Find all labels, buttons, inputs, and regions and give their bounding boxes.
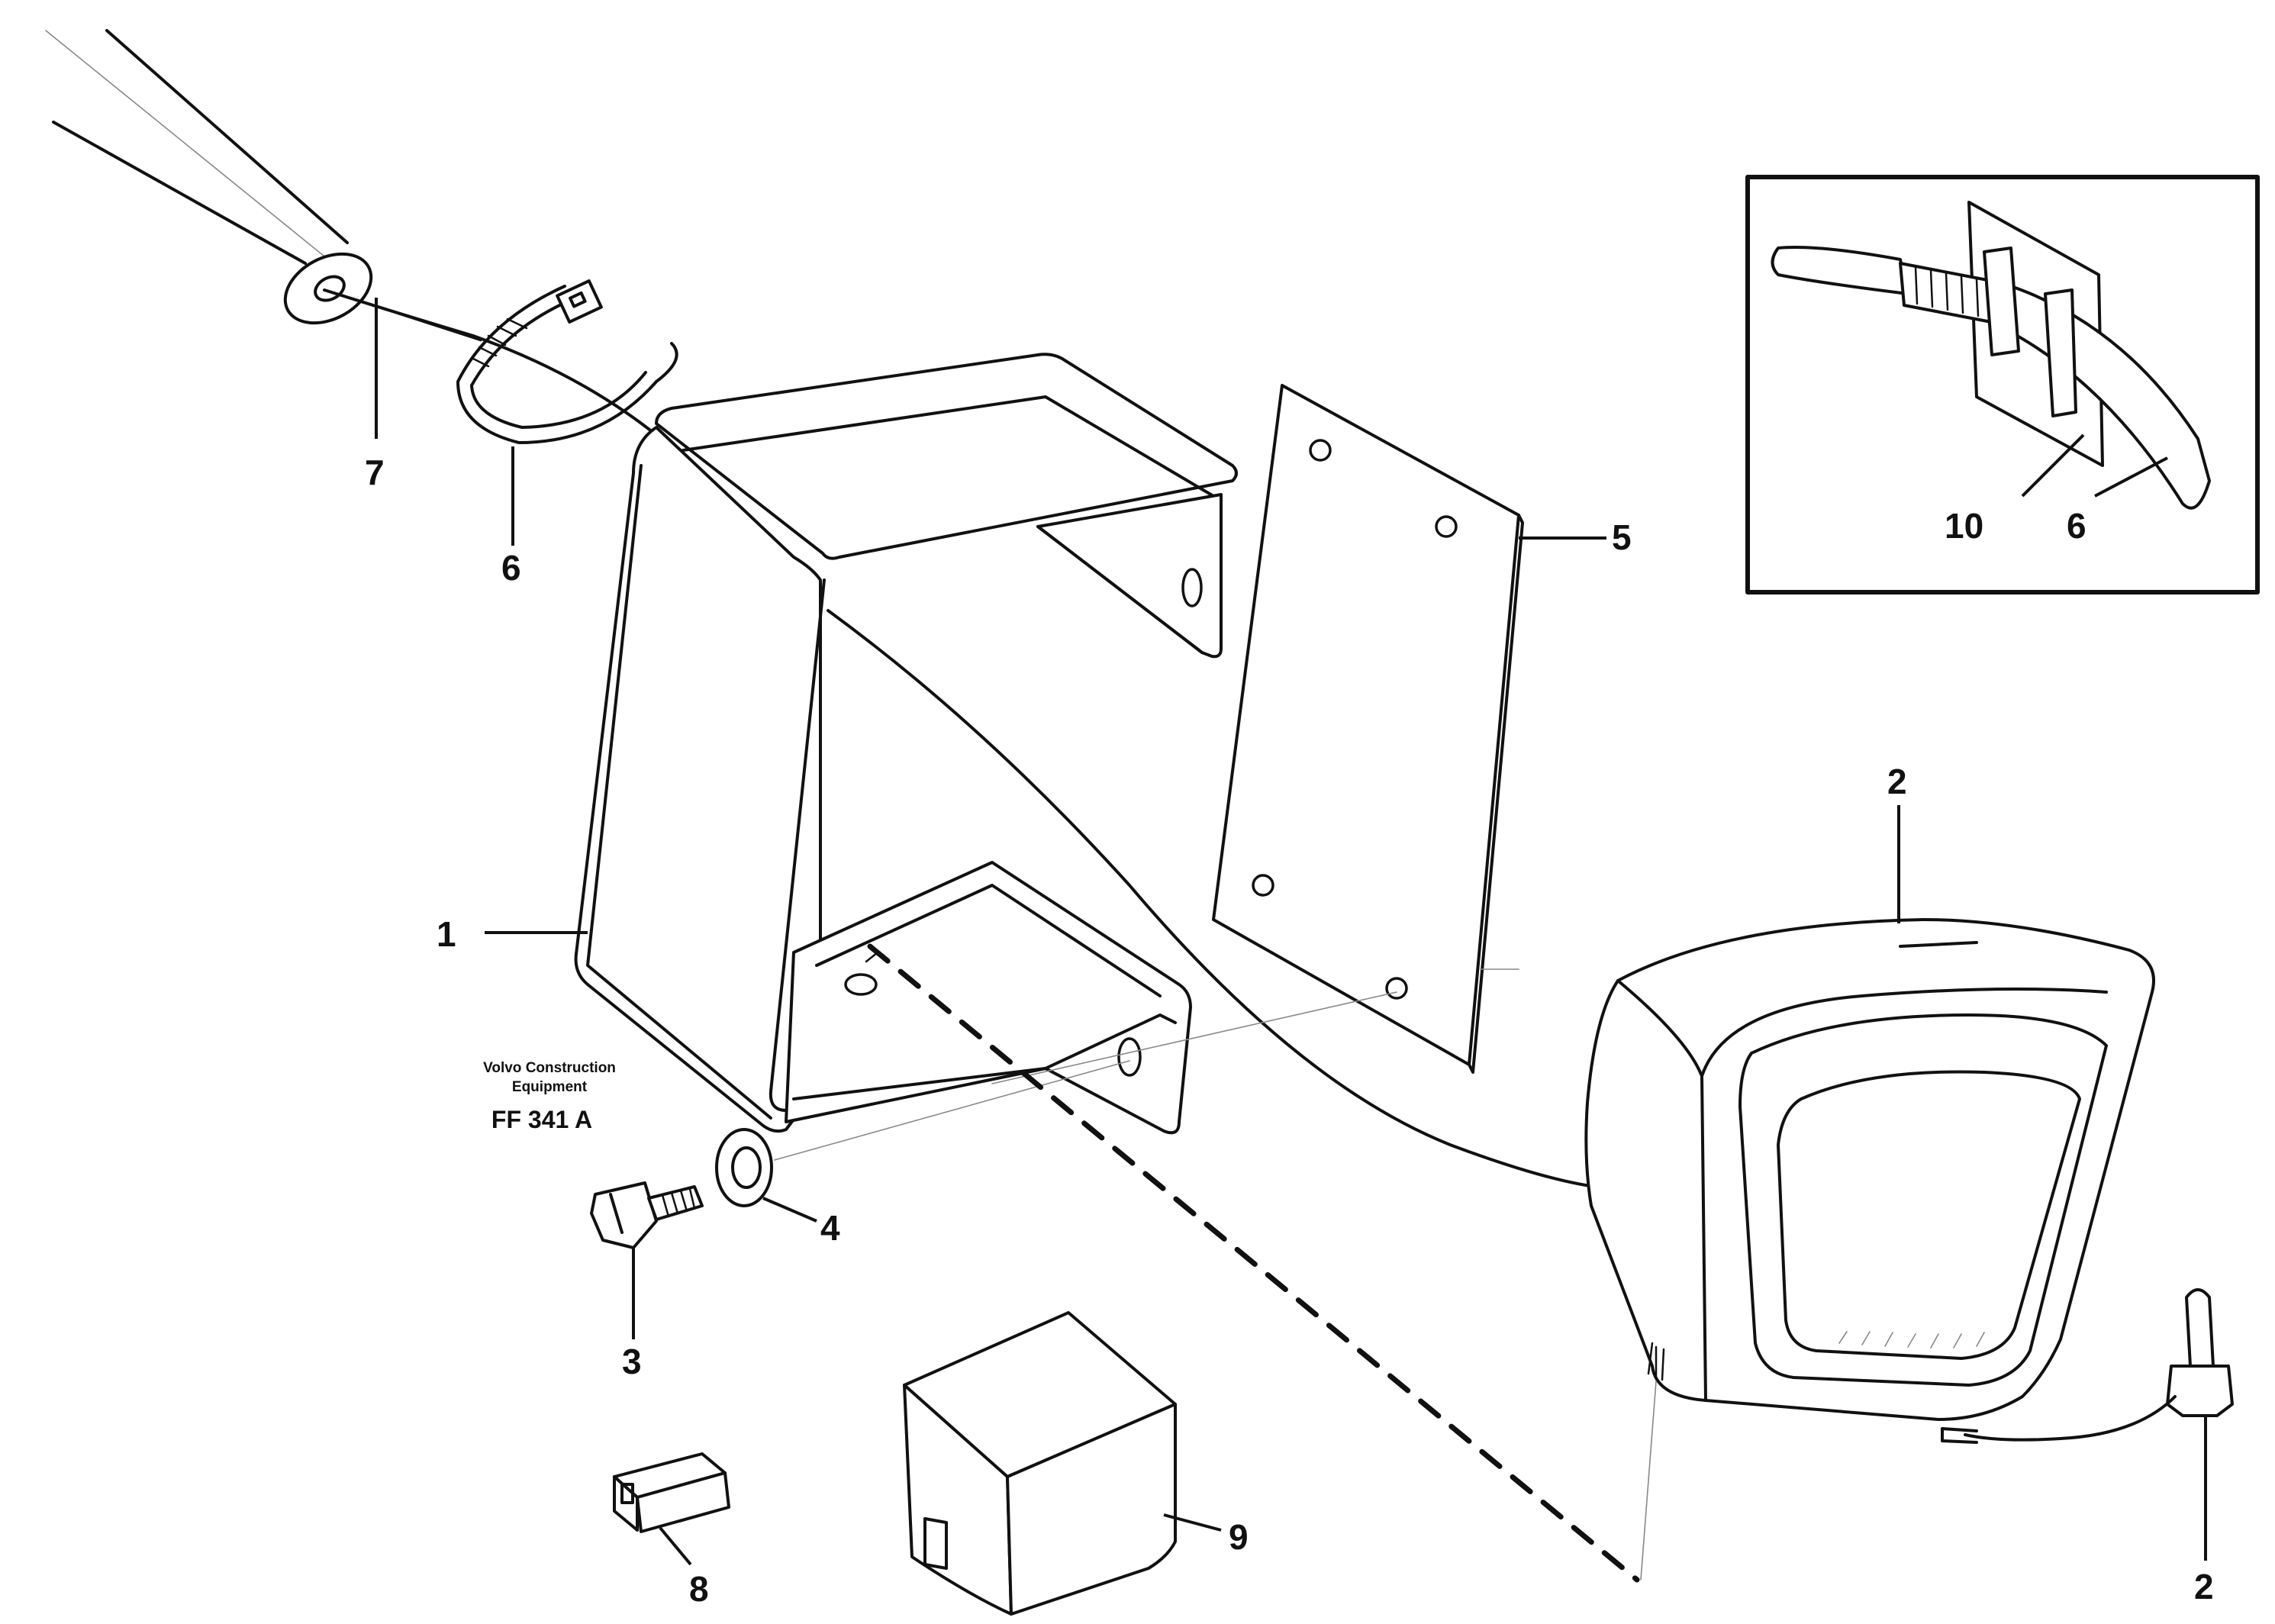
caption-line-1: Volvo Construction <box>483 1060 616 1076</box>
bolt <box>590 1181 704 1249</box>
cable-tube <box>45 29 658 437</box>
callout-4: 4 <box>820 1208 840 1248</box>
leader-4 <box>762 1197 817 1223</box>
connector <box>613 1452 730 1533</box>
washer <box>715 1060 1130 1207</box>
assembly-path-start <box>865 945 880 963</box>
callout-6: 6 <box>501 548 521 588</box>
rubber-pad <box>991 384 1524 1084</box>
mounting-bracket <box>574 353 1597 1188</box>
caption-line-2: Equipment <box>512 1079 588 1095</box>
cable-tie <box>456 279 678 444</box>
leader-6-inset <box>2094 456 2168 498</box>
callout-3: 3 <box>622 1342 642 1381</box>
lamp-bulb <box>1941 1288 2234 1444</box>
callout-7: 7 <box>365 453 385 492</box>
callout-2-lamp: 2 <box>1887 762 1907 801</box>
callout-6-inset: 6 <box>2067 506 2086 546</box>
leader-9 <box>1163 1513 1222 1532</box>
callout-5: 5 <box>1612 517 1632 557</box>
work-lamp <box>1584 918 2155 1580</box>
assembly-path-dashed <box>867 943 1640 1583</box>
leader-10 <box>2021 433 2085 498</box>
callout-9: 9 <box>1229 1517 1249 1557</box>
drawing-code: FF 341 A <box>491 1106 592 1133</box>
callout-8: 8 <box>689 1569 709 1609</box>
callout-1: 1 <box>437 914 456 954</box>
leader-8 <box>659 1526 692 1566</box>
callout-2-bulb: 2 <box>2194 1567 2214 1606</box>
callout-10: 10 <box>1945 506 1983 546</box>
inset-detail-box <box>1745 175 2260 594</box>
relay <box>903 1311 1177 1616</box>
